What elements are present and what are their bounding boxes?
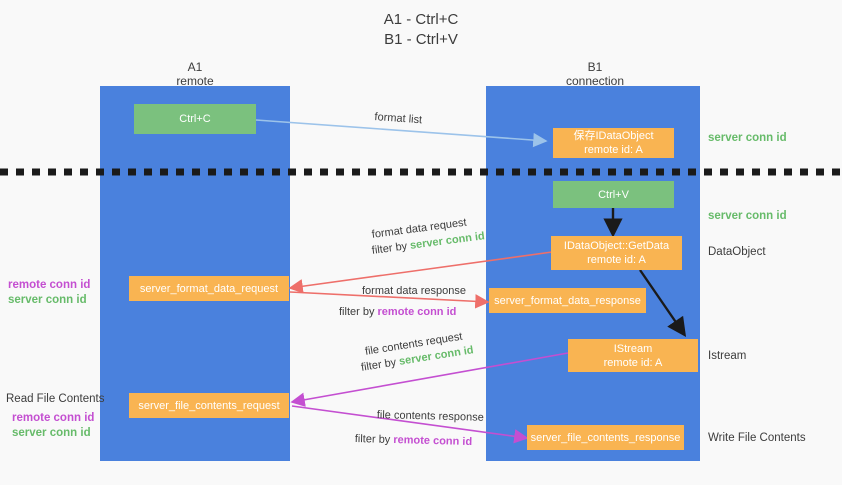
node-server-format-data-request-label: server_format_data_request	[139, 282, 279, 295]
node-ctrl-c[interactable]: Ctrl+C	[134, 104, 256, 134]
lane-header-b1: B1 connection	[495, 60, 695, 88]
lane-header-a1-title: A1	[187, 60, 203, 74]
right-label-server-conn-id-second: server conn id	[708, 210, 787, 222]
left-label-server-conn-id-top: server conn id	[8, 294, 87, 306]
lane-header-a1: A1 remote	[95, 60, 295, 88]
left-label-server-conn-id-bottom: server conn id	[12, 427, 91, 439]
diagram-title: A1 - Ctrl+C B1 - Ctrl+V	[0, 10, 842, 50]
filter-prefix: filter by	[339, 306, 378, 318]
filter-prefix: filter by	[371, 239, 411, 257]
edge-label-format-data-response: format data response	[362, 285, 466, 297]
left-label-remote-conn-id-bottom: remote conn id	[12, 412, 95, 424]
right-label-write-file-contents: Write File Contents	[708, 432, 806, 444]
node-server-file-contents-response-label: server_file_contents_response	[530, 431, 681, 444]
node-server-format-data-response-label: server_format_data_response	[494, 294, 641, 307]
node-server-format-data-response[interactable]: server_format_data_response	[489, 288, 646, 313]
right-label-istream: Istream	[708, 350, 747, 362]
node-getdata-line-2: remote id: A	[587, 254, 646, 266]
right-label-dataobject: DataObject	[708, 246, 766, 258]
lane-header-b1-subtitle: connection	[565, 74, 625, 88]
edge-label-format-list: format list	[374, 110, 423, 127]
node-ctrl-v-label: Ctrl+V	[598, 188, 629, 201]
filter-prefix: filter by	[354, 432, 394, 447]
node-istream-line-2: remote id: A	[603, 356, 663, 369]
node-idataobject-save-line-2: remote id: A	[584, 144, 643, 156]
node-ctrl-v[interactable]: Ctrl+V	[553, 181, 674, 208]
node-server-file-contents-request-label: server_file_contents_request	[138, 399, 280, 412]
node-istream-line-1: IStream	[613, 342, 653, 355]
left-label-read-file-contents: Read File Contents	[6, 393, 105, 405]
lane-header-a1-subtitle: remote	[176, 74, 214, 88]
node-idataobject-save-line-1: 保存IDataObject	[573, 130, 654, 142]
filter-value-remote-conn-id: remote conn id	[393, 434, 473, 449]
node-idataobject-save[interactable]: 保存IDataObject remote id: A	[553, 128, 674, 158]
title-line-2: B1 - Ctrl+V	[384, 31, 458, 48]
node-istream[interactable]: IStream remote id: A	[568, 339, 698, 372]
edge-label-file-contents-response: file contents response	[376, 408, 484, 424]
edge-label-format-data-response-filter: filter by remote conn id	[339, 305, 456, 320]
left-label-remote-conn-id-top: remote conn id	[8, 279, 91, 291]
lane-header-b1-title: B1	[587, 60, 603, 74]
node-ctrl-c-label: Ctrl+C	[179, 113, 211, 125]
title-line-1: A1 - Ctrl+C	[383, 11, 459, 28]
filter-value-remote-conn-id: remote conn id	[377, 306, 457, 318]
node-server-file-contents-request[interactable]: server_file_contents_request	[129, 393, 289, 418]
node-getdata[interactable]: IDataObject::GetData remote id: A	[551, 236, 682, 270]
node-server-file-contents-response[interactable]: server_file_contents_response	[527, 425, 684, 450]
right-label-server-conn-id-top: server conn id	[708, 132, 787, 144]
edge-label-file-contents-response-filter: filter by remote conn id	[355, 432, 473, 450]
node-server-format-data-request[interactable]: server_format_data_request	[129, 276, 289, 301]
node-getdata-line-1: IDataObject::GetData	[563, 240, 670, 252]
